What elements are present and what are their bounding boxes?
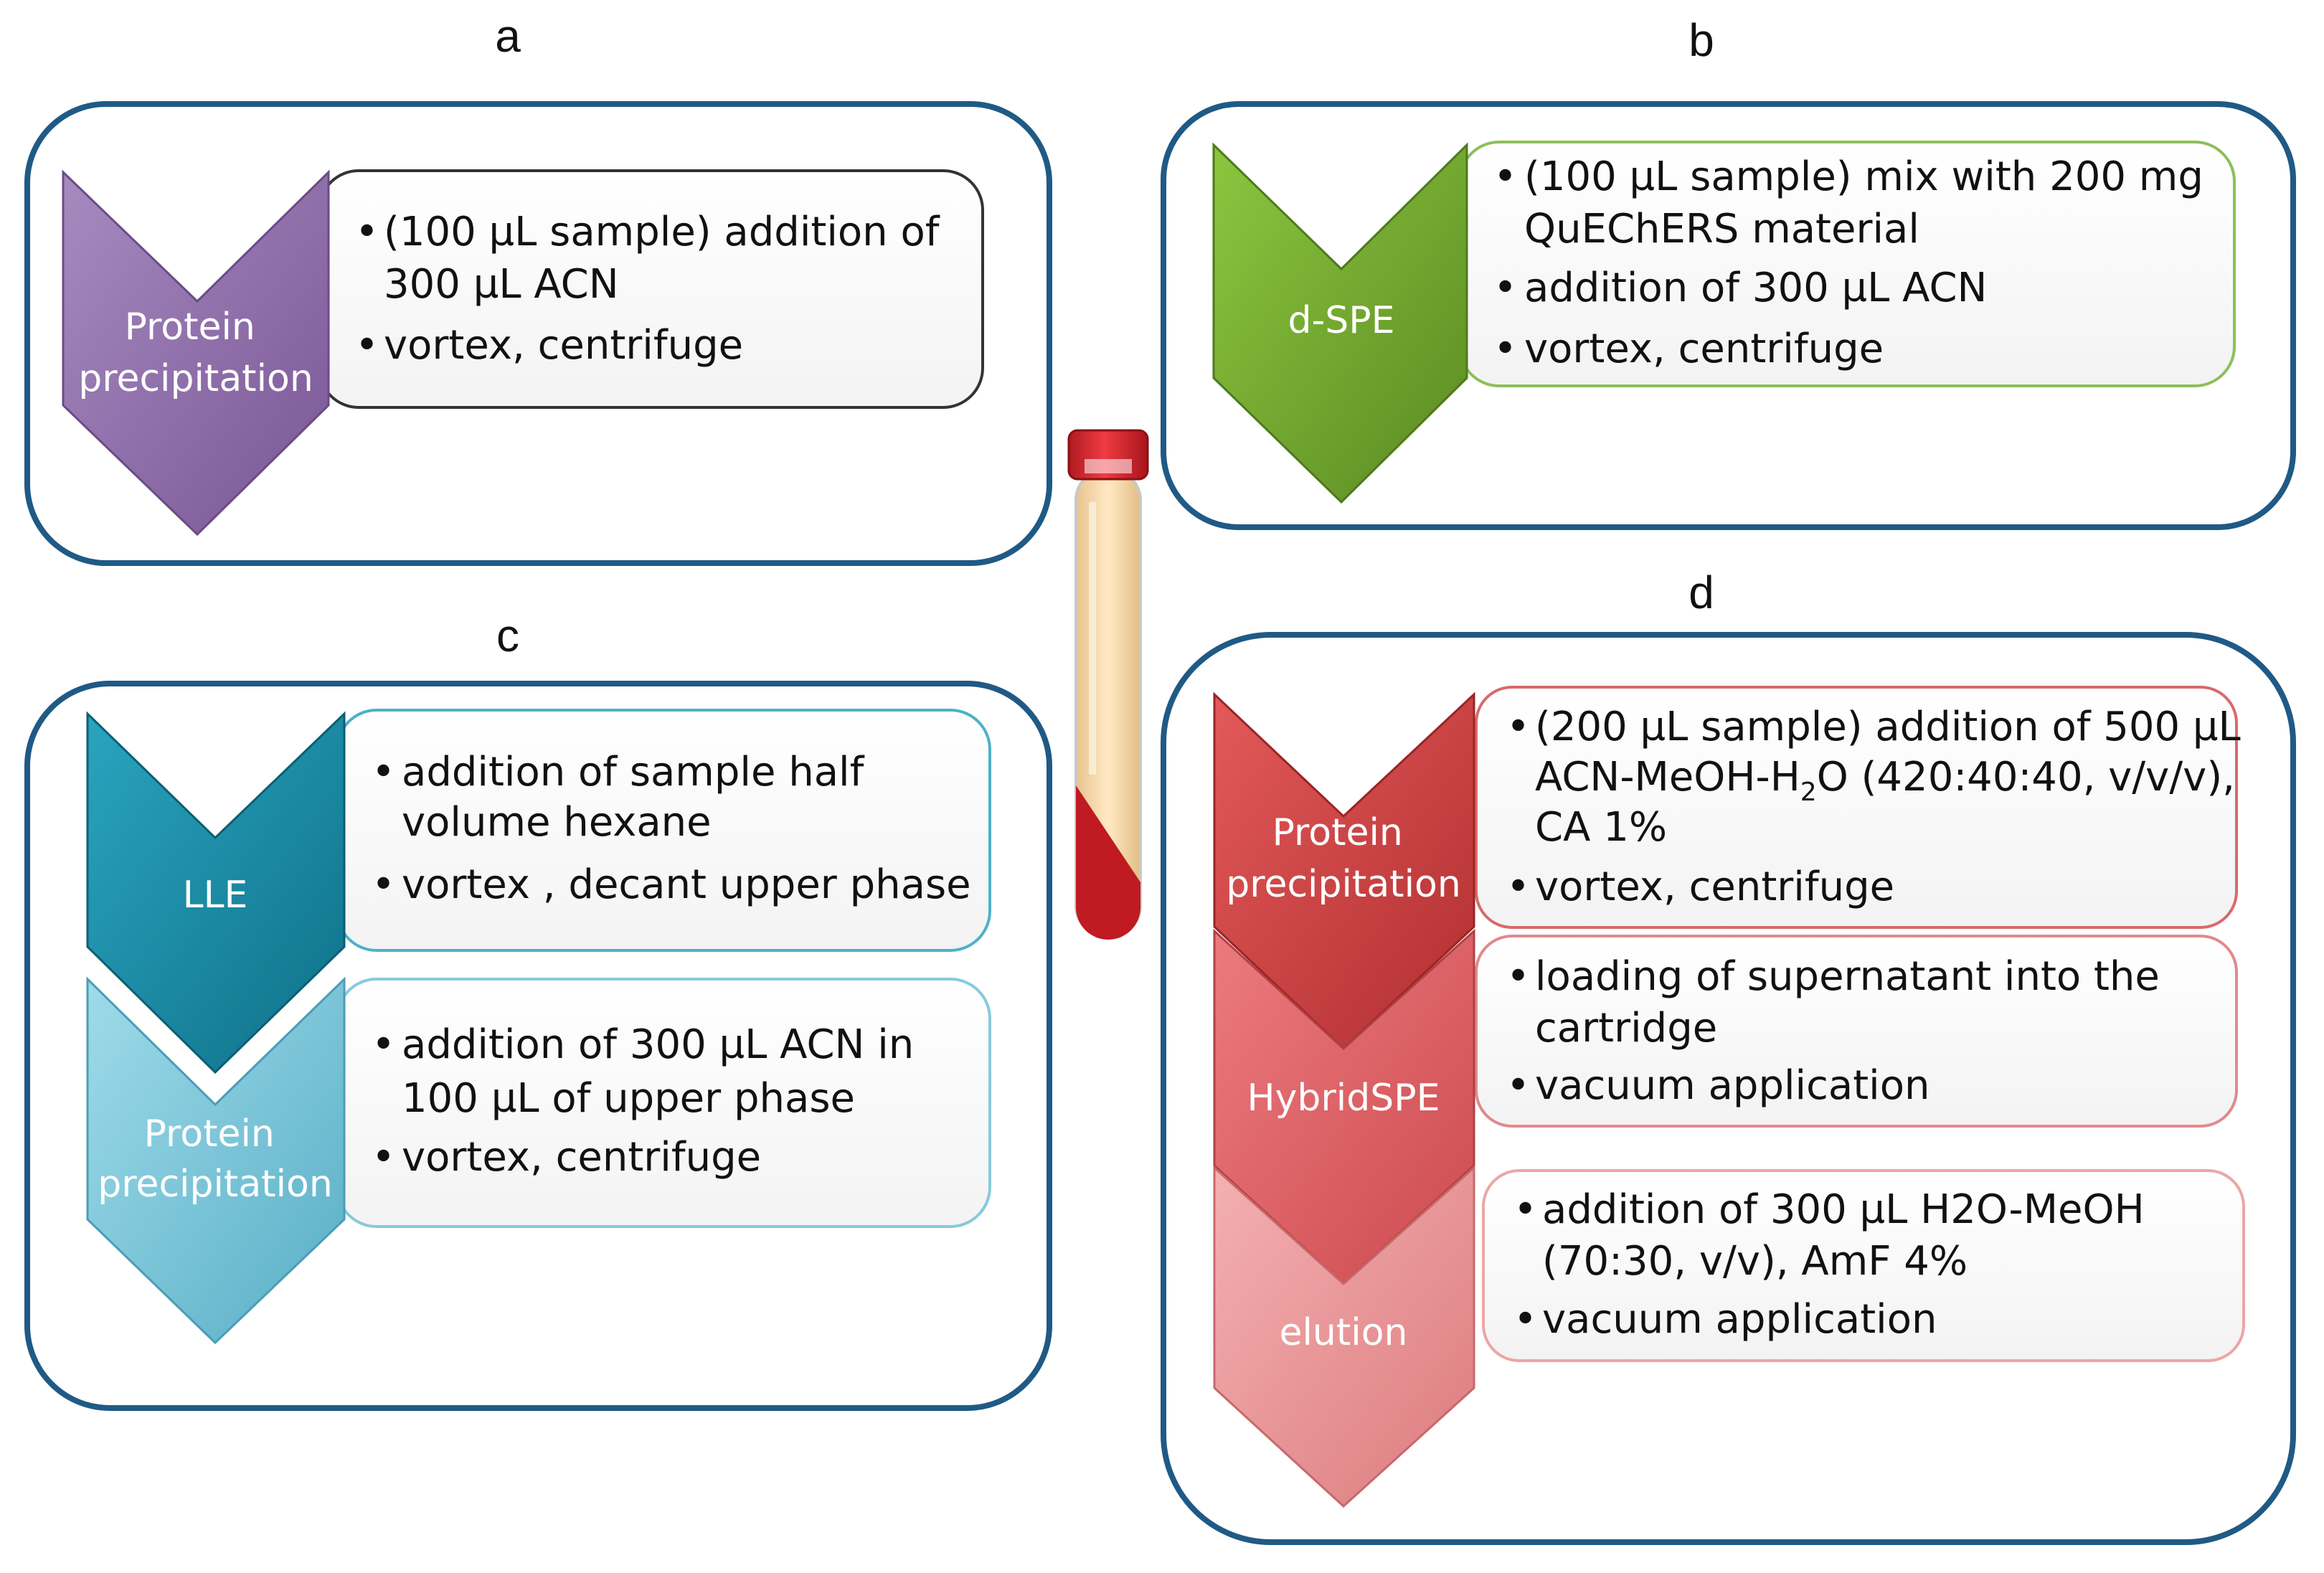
bullet-text: vortex , decant upper phase (402, 861, 971, 908)
bullet-text: vortex, centrifuge (384, 322, 743, 369)
chevron-protein-precipitation-c (86, 976, 346, 1345)
chevron-label-c2: Protein precipitation (98, 1113, 333, 1206)
bullet-text: ACN-MeOH-H2O (420:40:40, v/v/v), (1535, 754, 2235, 807)
bullet-text: QuEChERS material (1524, 206, 1919, 252)
chevron-hybridspe (1213, 928, 1475, 1286)
bullet-text: vortex, centrifuge (1535, 864, 1894, 910)
chevron-label-b: d-SPE (1288, 299, 1395, 342)
panel-a-bullets: • (100 µL sample) addition of 300 µL ACN… (355, 209, 940, 369)
chevron-label-d2: HybridSPE (1247, 1077, 1440, 1120)
svg-text:•: • (355, 209, 379, 255)
svg-text:•: • (1513, 1296, 1537, 1343)
svg-text:•: • (1506, 1062, 1530, 1109)
bullet-text: (200 µL sample) addition of 500 µL (1535, 704, 2241, 750)
panel-a-frame (24, 101, 1052, 566)
panel-letter-c: c (496, 610, 519, 661)
bullet-text: addition of sample half (402, 749, 865, 795)
panel-b: b d-SPE • (100 µL sample) mix with 200 m… (1161, 14, 2296, 530)
panel-c-step2-bullets: • addition of 300 µL ACN in 100 µL of up… (372, 1021, 914, 1181)
panel-d: d Protein precipitation • (200 µL sample… (1161, 567, 2296, 1545)
panel-d-step2-text-box (1475, 935, 2238, 1128)
chevron-elution (1213, 1165, 1475, 1508)
chevron-label-d3: elution (1279, 1311, 1407, 1354)
chevron-label-a: Protein precipitation (78, 306, 313, 400)
svg-text:•: • (372, 861, 395, 908)
svg-text:•: • (1493, 153, 1517, 200)
bullet-text: 300 µL ACN (384, 261, 619, 308)
panel-b-frame (1161, 101, 2296, 530)
panel-letter-b: b (1688, 14, 1714, 66)
bullet-text: vortex, centrifuge (1524, 326, 1884, 372)
svg-text:•: • (1506, 864, 1530, 910)
bullet-text: addition of 300 µL ACN in (402, 1021, 914, 1068)
svg-text:•: • (355, 322, 379, 369)
panel-c: c LLE • addition of sample half volume h… (24, 610, 1052, 1411)
bullet-text: vacuum application (1542, 1296, 1937, 1343)
panel-letter-d: d (1688, 567, 1714, 618)
svg-text:•: • (372, 749, 395, 795)
chevron-lle (86, 711, 346, 1074)
chevron-label-d1: Protein precipitation (1226, 811, 1461, 906)
panel-d-frame (1161, 632, 2296, 1545)
panel-d-step3-text-box (1482, 1169, 2245, 1362)
chevron-label-c1: LLE (183, 874, 248, 917)
panel-b-bullets: • (100 µL sample) mix with 200 mg QuEChE… (1493, 153, 2203, 372)
bullet-text: (70:30, v/v), AmF 4% (1542, 1238, 1968, 1285)
bullet-text: addition of 300 µL H2O-MeOH (1542, 1186, 2145, 1233)
svg-text:•: • (1506, 953, 1530, 1000)
bullet-text: (100 µL sample) mix with 200 mg (1524, 153, 2203, 200)
svg-text:•: • (1513, 1186, 1537, 1233)
bullet-text: 100 µL of upper phase (402, 1075, 855, 1122)
bullet-text: volume hexane (402, 799, 712, 846)
chevron-dspe (1212, 142, 1468, 504)
bullet-text: addition of 300 µL ACN (1524, 265, 1987, 311)
bullet-text: (100 µL sample) addition of (384, 209, 940, 255)
bullet-text: vortex, centrifuge (402, 1134, 761, 1181)
chevron-protein-precipitation-a (62, 169, 330, 537)
bullet-text: vacuum application (1535, 1062, 1929, 1109)
panel-d-step3-bullets: • addition of 300 µL H2O-MeOH (70:30, v/… (1513, 1186, 2145, 1343)
svg-text:•: • (1493, 326, 1517, 372)
panel-c-step1-bullets: • addition of sample half volume hexane … (372, 749, 971, 908)
panel-d-step1-bullets: • (200 µL sample) addition of 500 µL ACN… (1506, 704, 2241, 910)
panel-c-frame (24, 681, 1052, 1411)
panel-letter-a: a (495, 10, 521, 62)
svg-text:•: • (1493, 265, 1517, 311)
blood-tube-icon (1067, 429, 1149, 940)
bullet-text: cartridge (1535, 1005, 1717, 1052)
bullet-text: CA 1% (1535, 804, 1667, 851)
panel-d-step1-text-box (1475, 686, 2238, 929)
panel-d-step2-bullets: • loading of supernatant into the cartri… (1506, 953, 2160, 1109)
chevron-protein-precipitation-d (1213, 691, 1475, 1051)
panel-a: a Protein precipitation • (100 µL sample… (24, 10, 1052, 566)
bullet-text: loading of supernatant into the (1535, 953, 2160, 1000)
svg-text:•: • (372, 1134, 395, 1181)
svg-text:•: • (1506, 704, 1530, 750)
svg-text:•: • (372, 1021, 395, 1068)
